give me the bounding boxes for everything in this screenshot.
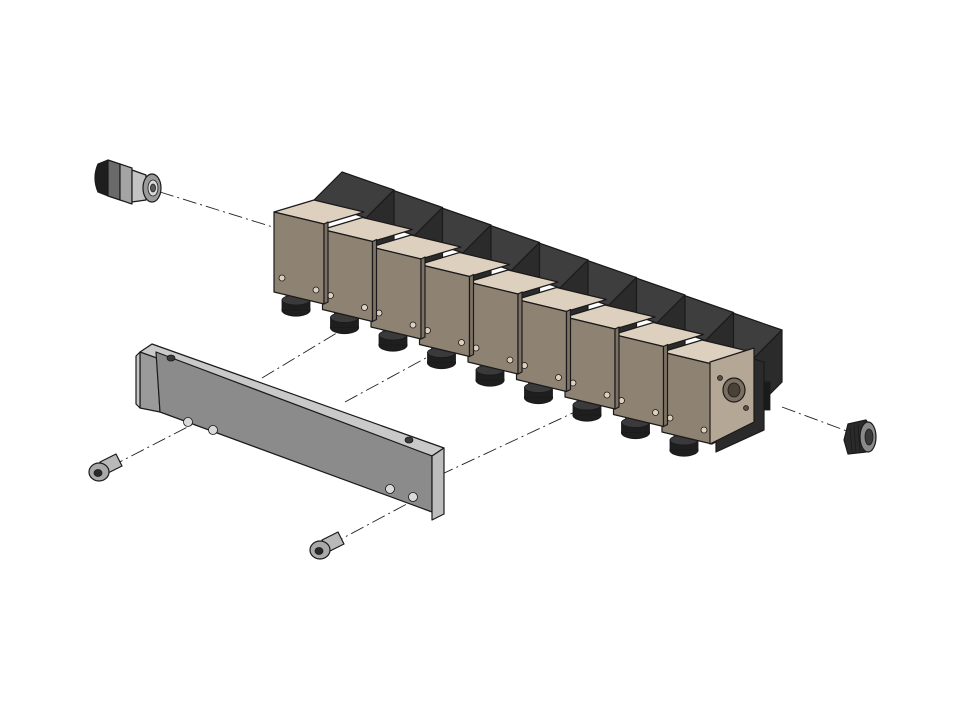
mounting-bracket: [135, 343, 445, 521]
end-plug: [843, 419, 877, 455]
fitting-icon: [94, 159, 162, 205]
screw-icon: [309, 531, 345, 560]
cap-screw-left: [88, 453, 123, 482]
centerline-fitting: [159, 191, 277, 229]
manifold-end-port: [709, 347, 755, 445]
centerline-bracket-3: [439, 403, 593, 476]
valve-module: [612, 321, 705, 440]
valve-module: [273, 199, 365, 317]
plug-icon: [843, 419, 877, 455]
cap-screw-right: [309, 531, 345, 560]
bracket-icon: [135, 343, 445, 521]
centerline-screw-left: [109, 417, 206, 468]
screw-icon: [88, 453, 123, 482]
centerline-plug: [781, 406, 856, 435]
valve-module: [467, 269, 559, 387]
valve-module: [370, 234, 462, 352]
valve-manifold: [273, 171, 783, 457]
valve-module: [321, 216, 414, 335]
push-in-fitting: [94, 159, 162, 205]
centerline-screw-right: [329, 497, 419, 546]
